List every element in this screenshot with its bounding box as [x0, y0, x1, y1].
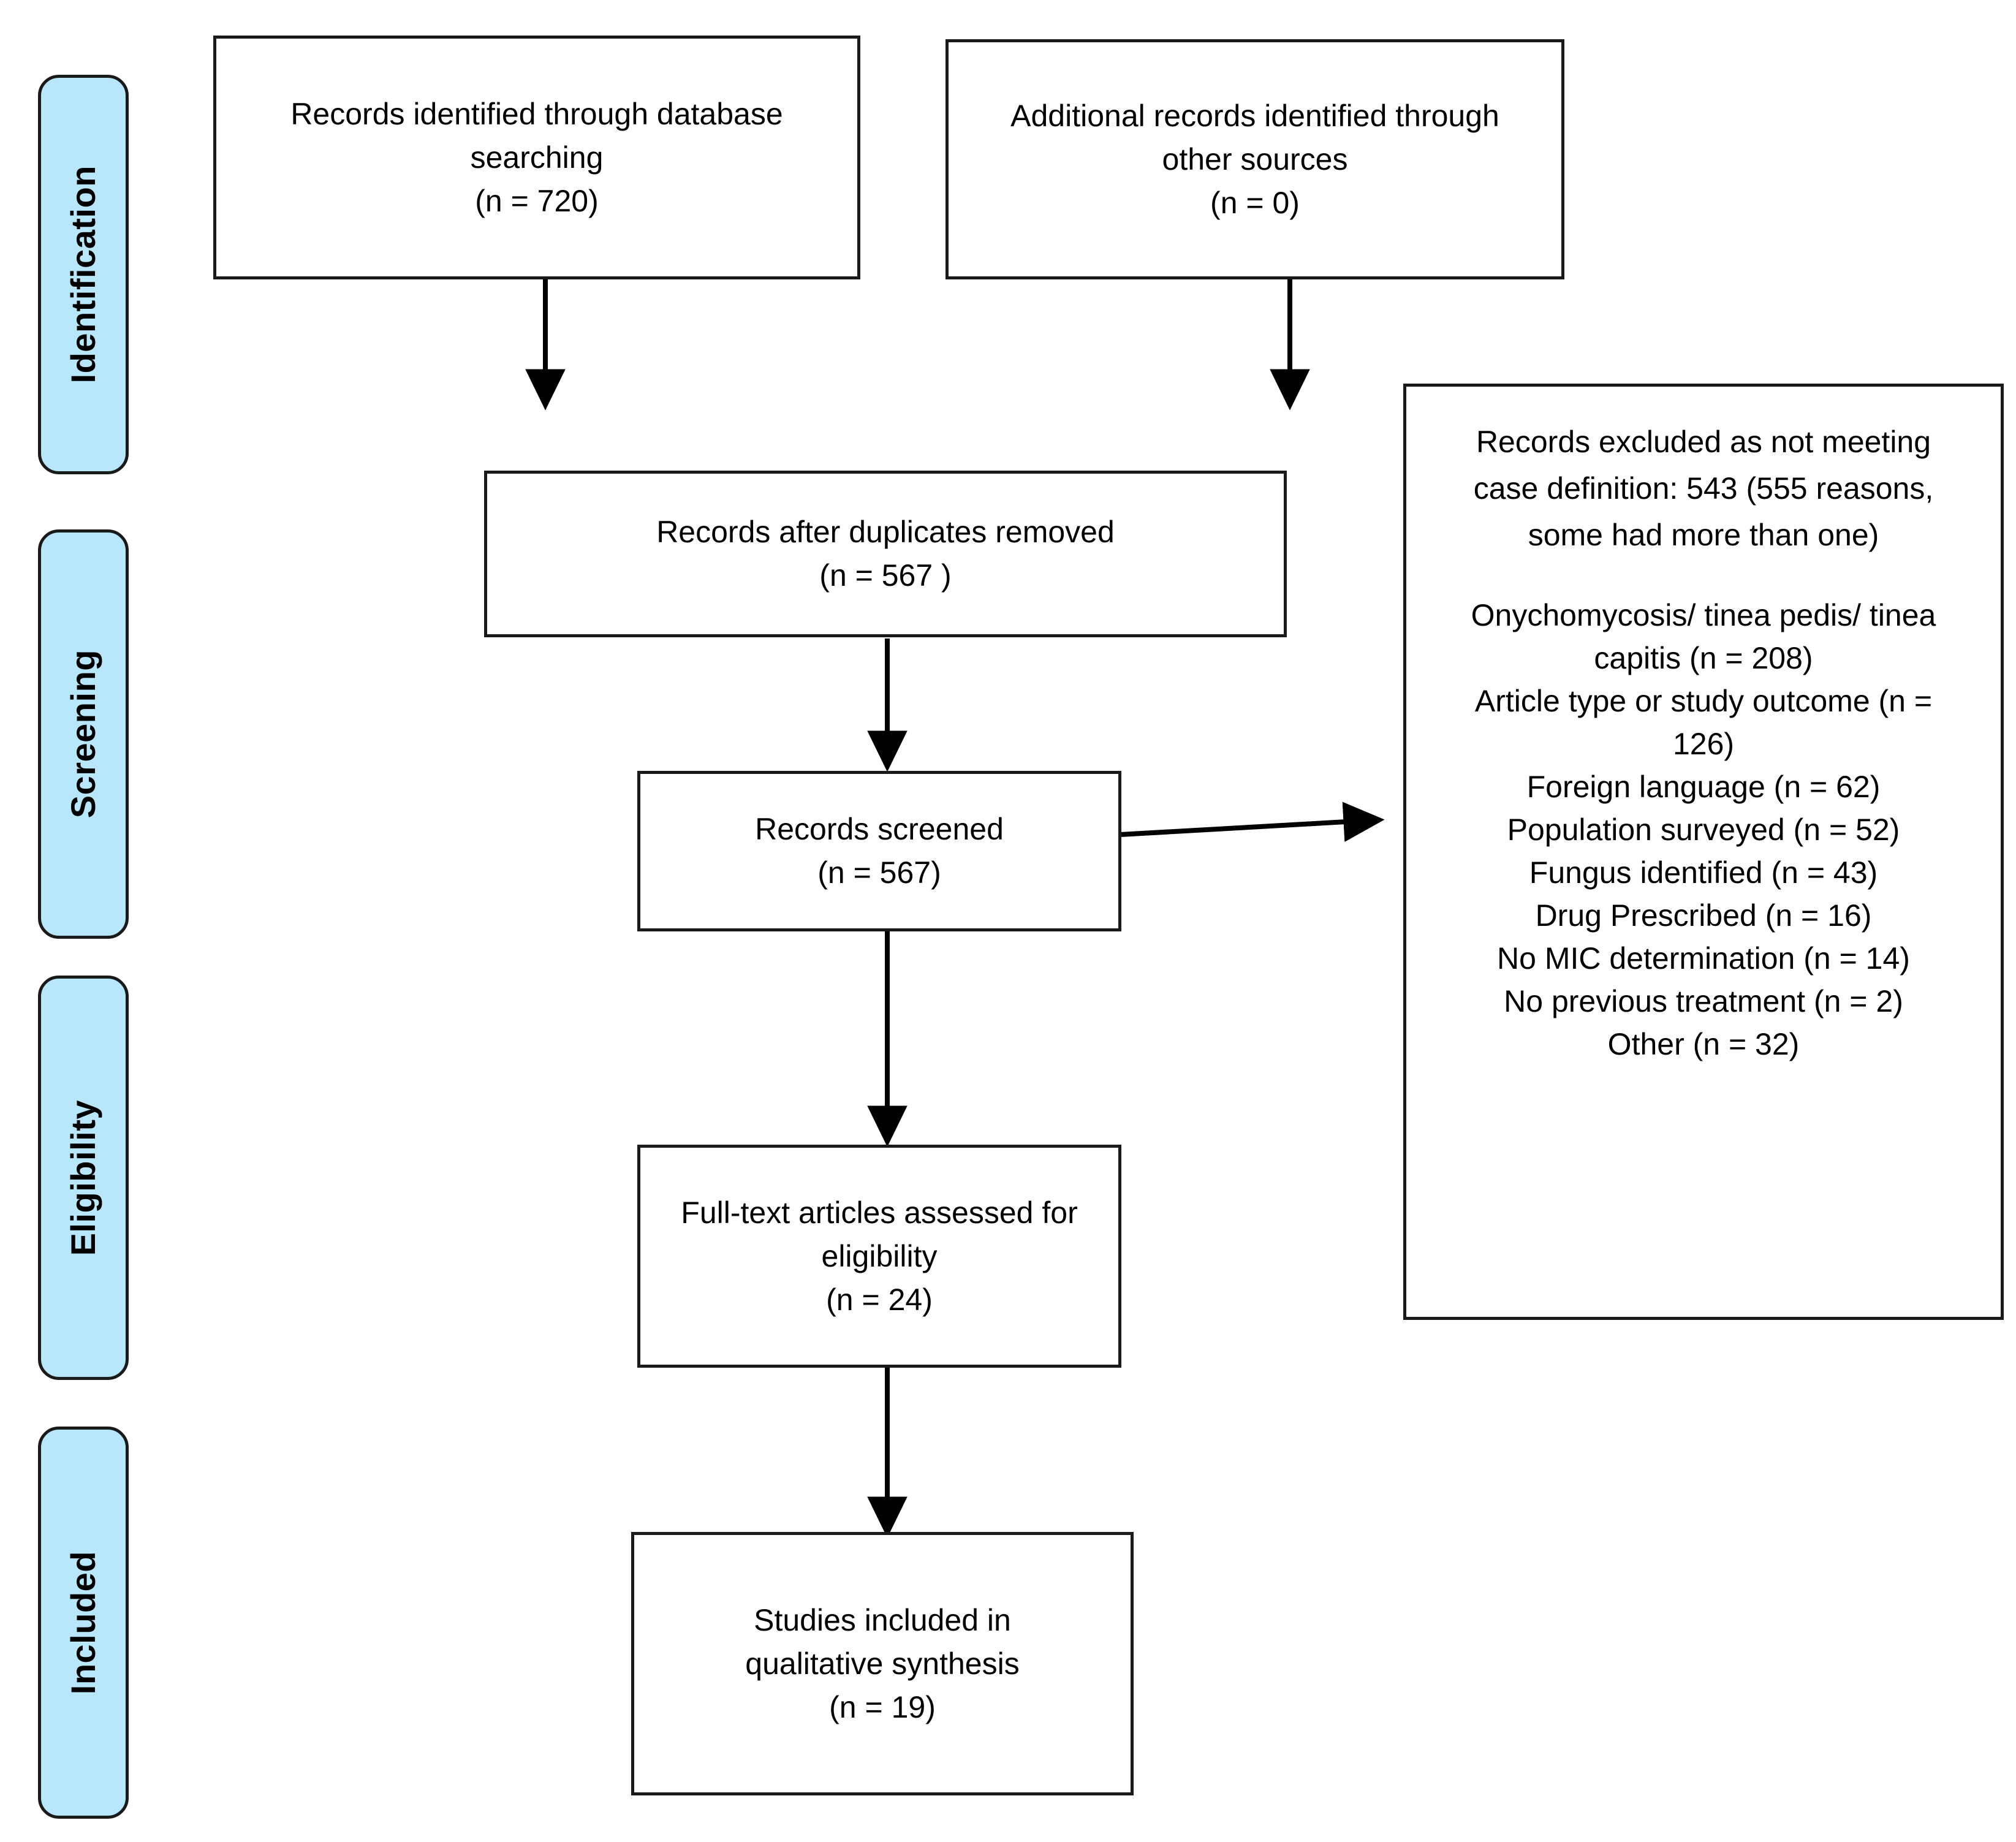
exclusion-reason-line: No MIC determination (n = 14)	[1497, 941, 1910, 976]
box-line: (n = 0)	[1210, 185, 1300, 220]
exclusion-reason-line: Fungus identified (n = 43)	[1529, 855, 1878, 890]
exclusion-heading-line: case definition: 543 (555 reasons,	[1473, 471, 1934, 506]
exclusion-reason-line: Population surveyed (n = 52)	[1507, 813, 1900, 847]
exclusion-reason-line: Drug Prescribed (n = 16)	[1535, 898, 1872, 933]
box-line: Full-text articles assessed for	[681, 1195, 1078, 1230]
exclusion-reason-line: Foreign language (n = 62)	[1526, 770, 1881, 804]
exclusion-reason-line: Onychomycosis/ tinea pedis/ tinea	[1471, 598, 1936, 632]
exclusion-heading-line: some had more than one)	[1528, 518, 1879, 552]
box-records-screened: Records screened (n = 567)	[637, 771, 1121, 931]
box-records-identified-database: Records identified through database sear…	[213, 36, 860, 279]
box-line: Records after duplicates removed	[656, 515, 1115, 549]
box-line: (n = 720)	[475, 183, 599, 218]
box-studies-included: Studies included in qualitative synthesi…	[631, 1532, 1134, 1795]
box-full-text-assessed: Full-text articles assessed for eligibil…	[637, 1145, 1121, 1368]
stage-bar-eligibility: Eligibility	[38, 976, 129, 1380]
box-line: Records screened	[755, 812, 1004, 846]
stage-bar-included: Included	[38, 1427, 129, 1819]
stage-label-eligibility: Eligibility	[64, 1099, 102, 1256]
box-line: searching	[470, 140, 604, 175]
box-records-excluded: Records excluded as not meeting case def…	[1403, 384, 2004, 1320]
box-line: (n = 19)	[829, 1689, 936, 1724]
box-line: (n = 567 )	[819, 558, 952, 593]
exclusion-reason-line: capitis (n = 208)	[1594, 641, 1813, 675]
stage-bar-identification: Identification	[38, 75, 129, 474]
exclusion-heading-line: Records excluded as not meeting	[1476, 425, 1931, 459]
box-records-after-duplicates: Records after duplicates removed (n = 56…	[484, 471, 1287, 637]
box-line: (n = 567)	[817, 855, 941, 890]
box-line: (n = 24)	[826, 1282, 933, 1317]
box-line: eligibility	[821, 1238, 938, 1273]
box-line: Additional records identified through	[1010, 98, 1499, 133]
box-additional-records-other-sources: Additional records identified through ot…	[945, 39, 1564, 279]
exclusion-reason-line: No previous treatment (n = 2)	[1504, 984, 1903, 1018]
box-line: Records identified through database	[290, 96, 783, 131]
stage-bar-screening: Screening	[38, 529, 129, 939]
stage-label-screening: Screening	[64, 650, 102, 819]
stage-label-included: Included	[64, 1550, 102, 1695]
box-line: Studies included in	[754, 1602, 1011, 1637]
exclusion-reason-line: Other (n = 32)	[1607, 1027, 1800, 1061]
stage-label-identification: Identification	[64, 165, 102, 384]
box-line: other sources	[1162, 142, 1348, 176]
exclusion-reason-line: 126)	[1672, 727, 1735, 761]
box-line: qualitative synthesis	[745, 1646, 1020, 1681]
exclusion-reason-line: Article type or study outcome (n =	[1474, 684, 1933, 718]
